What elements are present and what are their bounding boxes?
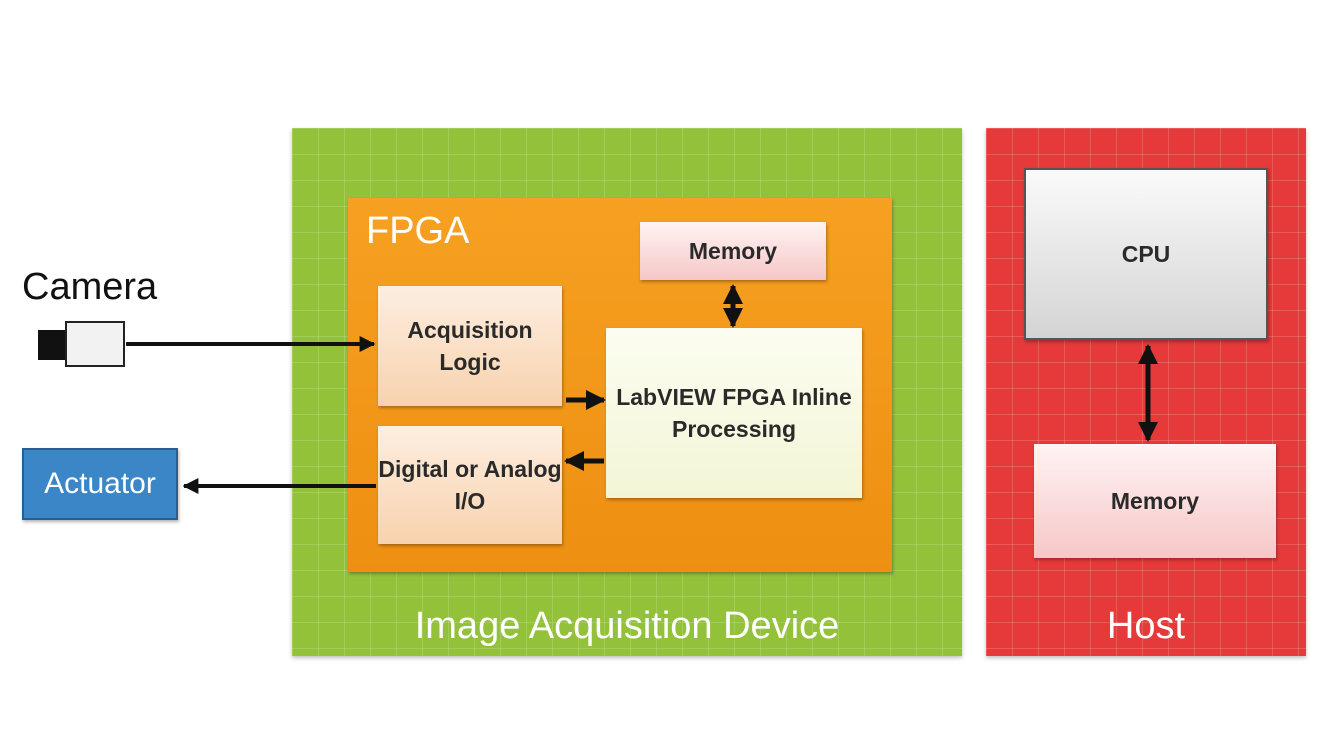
acquisition-logic-box: Acquisition Logic xyxy=(378,286,562,406)
digital-analog-io-label: Digital or Analog I/O xyxy=(378,456,562,514)
actuator-box: Actuator xyxy=(22,448,178,520)
actuator-label: Actuator xyxy=(44,467,156,500)
labview-processing-box: LabVIEW FPGA Inline Processing xyxy=(606,328,862,498)
digital-analog-io-box: Digital or Analog I/O xyxy=(378,426,562,544)
cpu-label: CPU xyxy=(1121,241,1171,267)
device-label: Image Acquisition Device xyxy=(414,605,840,647)
cpu-box: CPU xyxy=(1024,168,1268,340)
fpga-memory-box: Memory xyxy=(640,222,826,280)
host-label: Host xyxy=(1106,605,1186,647)
labview-processing-label: LabVIEW FPGA Inline Processing xyxy=(616,384,852,442)
camera-label: Camera xyxy=(22,266,158,308)
host-memory-box: Memory xyxy=(1034,444,1276,558)
fpga-label: FPGA xyxy=(366,210,470,252)
host-memory-label: Memory xyxy=(1110,488,1200,514)
acquisition-logic-label: Acquisition Logic xyxy=(407,317,533,375)
camera-icon xyxy=(38,321,125,367)
fpga-memory-label: Memory xyxy=(688,238,778,264)
